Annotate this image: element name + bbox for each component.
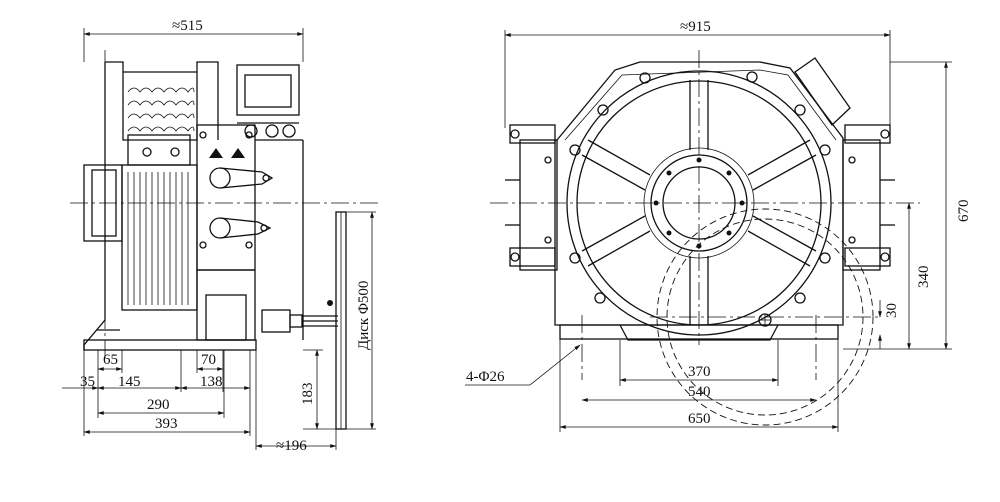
side-width-dim: ≈515 [172,18,203,34]
dim-138: 138 [200,374,223,390]
dim-70: 70 [201,352,216,368]
sheave-spokes [581,80,817,325]
dim-670: 670 [956,200,972,223]
dim-196: ≈196 [276,438,307,454]
motor-ribs [127,172,189,305]
dim-340: 340 [916,266,932,289]
dim-183: 183 [300,383,316,406]
dim-540: 540 [688,384,711,400]
brake-lever-upper [209,167,274,189]
terminal-box [236,64,300,138]
dim-30: 30 [884,303,900,318]
brake-lever-lower [209,217,272,239]
dim-65: 65 [103,352,118,368]
dim-145: 145 [118,374,141,390]
brake-right [842,124,895,271]
front-view: ≈915 [465,19,972,432]
dim-35: 35 [80,374,95,390]
dim-290: 290 [147,397,170,413]
side-view: ≈515 [62,18,380,454]
brake-left [505,124,558,271]
disk-label: Диск Φ500 [356,281,372,350]
holes-label: 4-Φ26 [466,369,505,385]
disk-side [335,211,347,430]
sheave-grooves [127,87,195,132]
dim-393: 393 [155,416,178,432]
housing-bolts [569,71,831,304]
dim-650: 650 [688,411,711,427]
dim-370: 370 [688,364,711,380]
front-width-dim: ≈915 [680,19,711,35]
